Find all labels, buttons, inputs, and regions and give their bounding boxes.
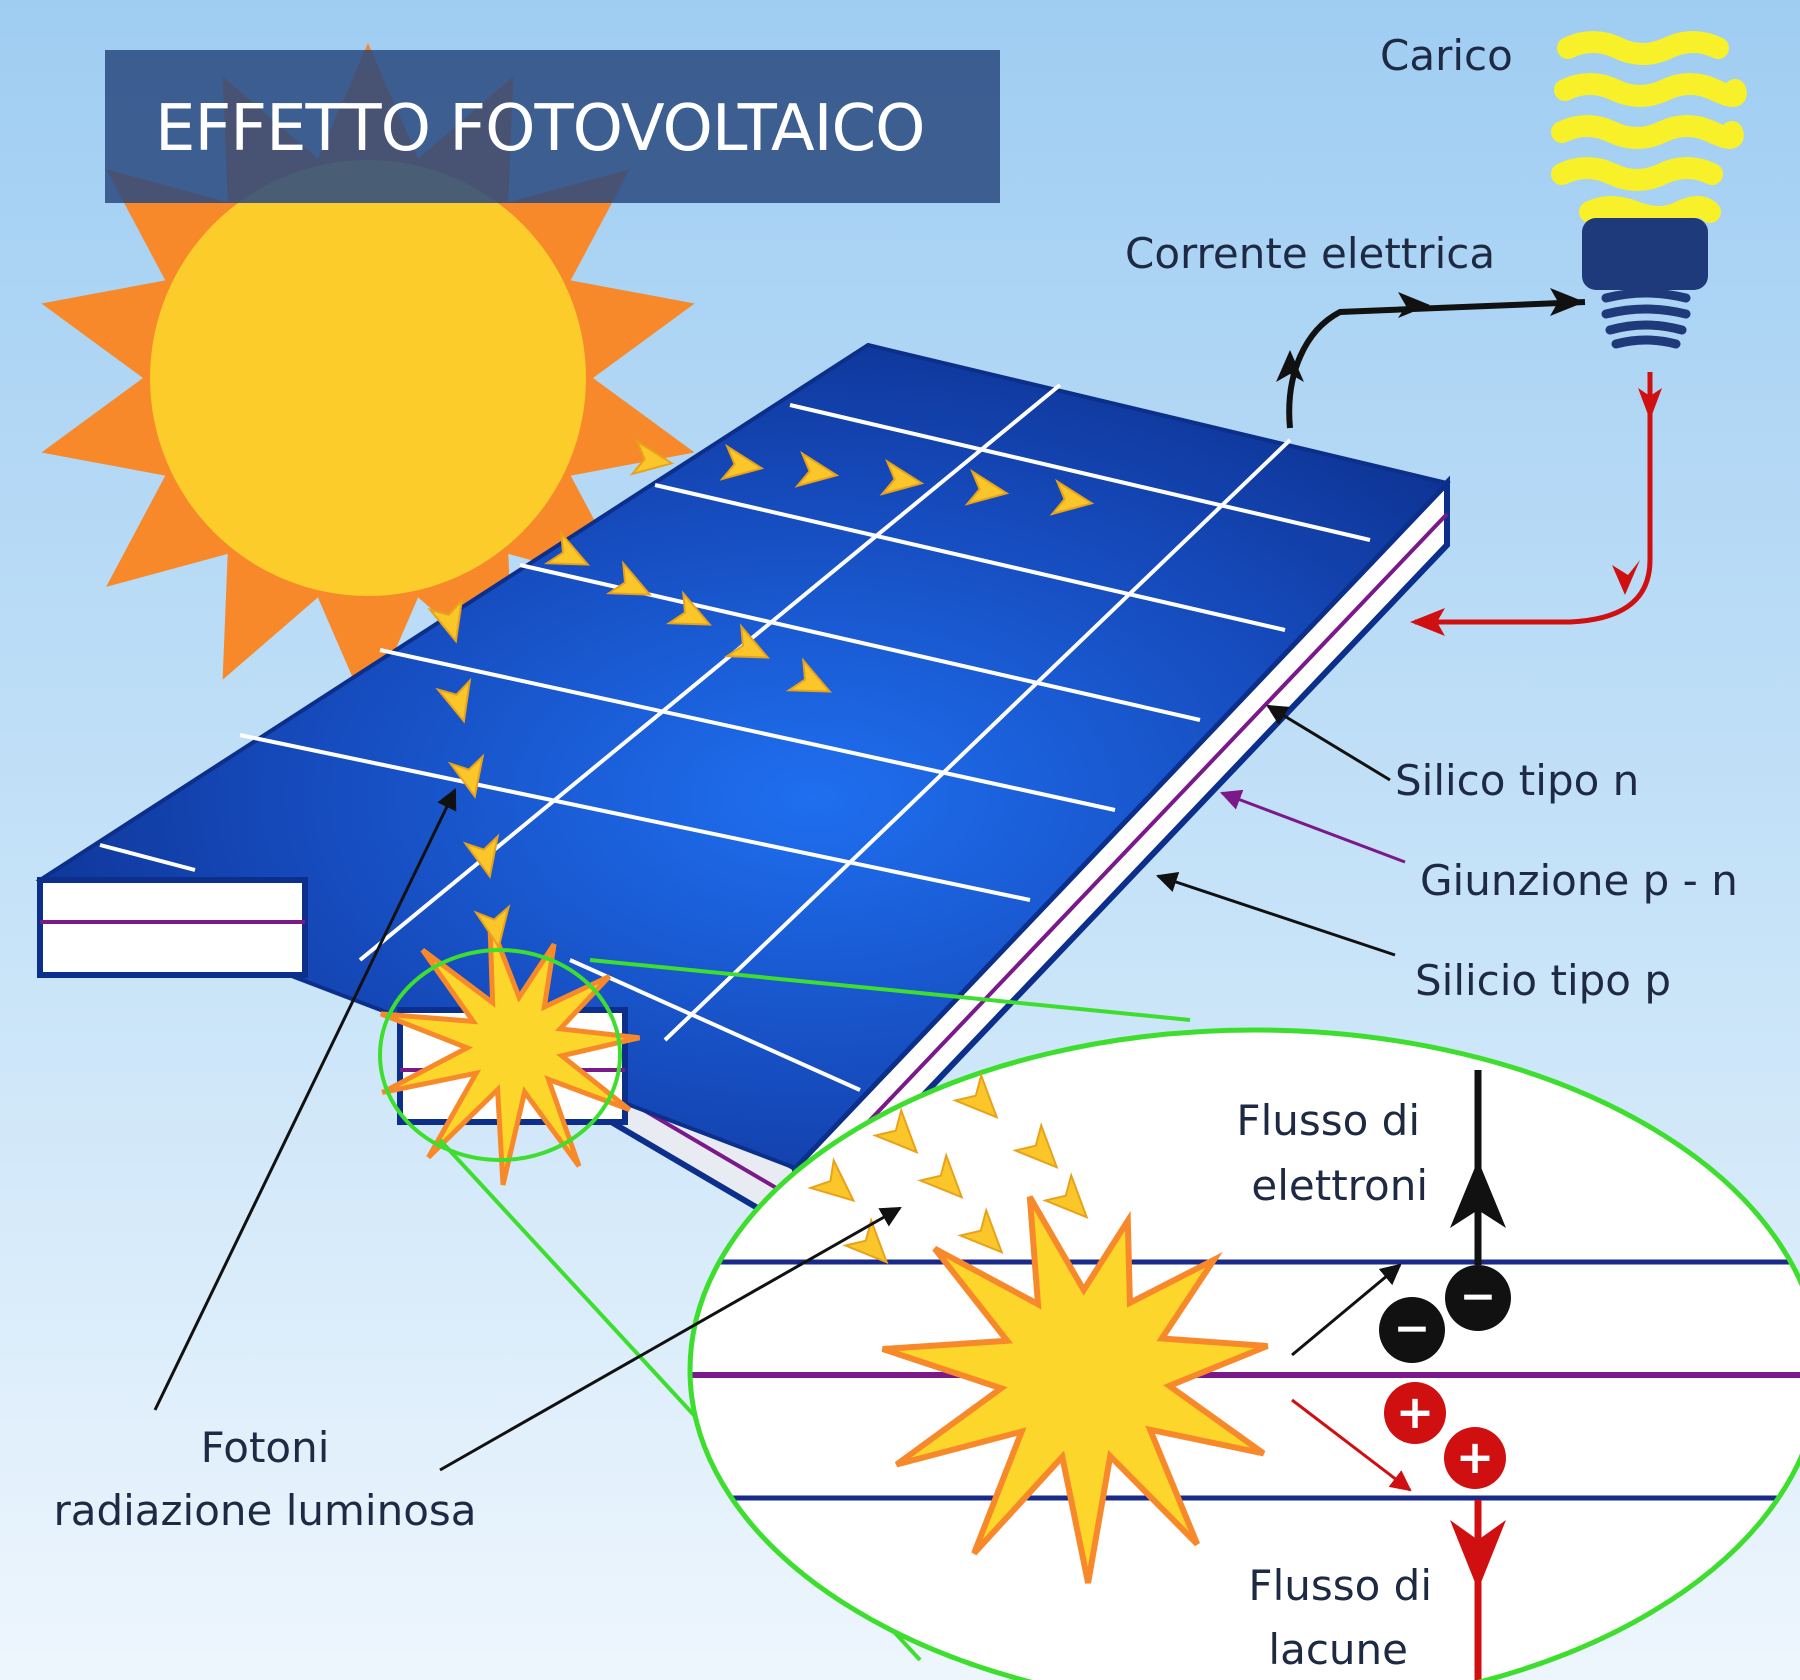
impact-burst-small — [379, 920, 641, 1186]
hole-2: + — [1444, 1427, 1506, 1489]
n-silicon-pointer — [1266, 704, 1391, 782]
photon-arrow — [473, 904, 511, 950]
magnified-view: − − + + Flusso di elettroni Flusso di la… — [687, 1027, 1800, 1680]
photon-pointer-1 — [153, 788, 457, 1411]
electron-flow-arrowhead — [1450, 1160, 1506, 1228]
light-bulb — [1551, 31, 1747, 349]
photon-pointer-2 — [439, 1206, 902, 1472]
sun-core — [150, 160, 586, 596]
magnifier-large-ring — [687, 1027, 1800, 1680]
magnifier-connector-top — [589, 958, 1191, 1022]
photon-arrow — [1049, 478, 1095, 516]
svg-text:+: + — [1456, 1430, 1495, 1484]
hole-flow-label-1: Flusso di — [1248, 1561, 1432, 1610]
junction-label: Giunzione p - n — [1420, 856, 1738, 905]
photon-arrow — [665, 590, 713, 626]
magnified-photon-arrow — [872, 1107, 919, 1154]
hole-flow-label-2: lacune — [1268, 1625, 1408, 1674]
p-silicon-label: Silicio tipo p — [1415, 956, 1671, 1005]
svg-text:−: − — [1460, 1271, 1497, 1322]
magnified-photon-arrow — [952, 1072, 999, 1119]
impact-burst-large — [881, 1195, 1269, 1584]
magnified-photon-arrow — [1042, 1172, 1089, 1219]
magnified-photon-arrow — [917, 1152, 964, 1199]
return-path-red — [1415, 372, 1653, 625]
photon-arrow — [785, 657, 833, 693]
photon-arrow — [964, 468, 1010, 506]
title-banner: EFFETTO FOTOVOLTAICO — [105, 50, 1000, 203]
photon-arrow — [427, 597, 464, 644]
svg-text:−: − — [1394, 1303, 1431, 1354]
bulb-base — [1582, 218, 1708, 290]
hole-1: + — [1384, 1382, 1446, 1444]
photons-label-2: radiazione luminosa — [53, 1486, 476, 1535]
magnified-photon-arrow — [957, 1207, 1004, 1254]
photon-arrow — [447, 753, 485, 799]
hole-pointer-arrow — [1291, 1398, 1412, 1492]
magnified-photon-arrow — [807, 1157, 856, 1203]
photon-arrow — [879, 458, 925, 496]
electron-flow-label-2: elettroni — [1251, 1161, 1428, 1210]
photon-arrow — [605, 560, 653, 596]
panel-cutout-block — [37, 877, 308, 978]
current-arrowhead-3 — [1550, 288, 1585, 316]
photon-arrow — [543, 530, 591, 566]
page-title: EFFETTO FOTOVOLTAICO — [155, 92, 925, 166]
electron-1: − — [1445, 1265, 1511, 1331]
junction-pointer — [1220, 789, 1406, 864]
svg-text:+: + — [1396, 1385, 1435, 1439]
electron-2: − — [1379, 1297, 1445, 1363]
load-label: Carico — [1380, 31, 1513, 80]
photon-arrow — [723, 623, 771, 659]
bulb-socket — [1601, 288, 1691, 349]
panel-right-junction — [793, 512, 1449, 1201]
magnifier-small-ring — [378, 948, 622, 1162]
electron-flow-label-1: Flusso di — [1236, 1096, 1420, 1145]
current-arrowhead-1 — [1276, 350, 1304, 382]
photon-arrow — [719, 443, 765, 481]
current-label: Corrente elettrica — [1125, 229, 1495, 278]
title-background — [105, 50, 1000, 203]
panel-grid — [99, 383, 1371, 1092]
p-silicon-pointer — [1156, 872, 1396, 957]
current-path-black — [1286, 299, 1586, 429]
photon-arrow — [629, 438, 675, 476]
photon-arrows — [427, 438, 1095, 950]
sun — [41, 43, 695, 713]
bulb-coil — [1551, 31, 1747, 228]
hole-flow-arrowhead — [1450, 1520, 1506, 1590]
panel-top-face — [35, 342, 1451, 1171]
photon-arrow — [794, 450, 840, 488]
magnified-photon-arrow — [842, 1217, 889, 1264]
magnified-photon-arrow — [1012, 1122, 1059, 1169]
n-silicon-label: Silico tipo n — [1395, 756, 1639, 805]
magnified-photon-arrows — [807, 1072, 1089, 1264]
electron-pointer-arrow — [1291, 1263, 1402, 1357]
return-arrowhead-3 — [1410, 608, 1445, 636]
photon-arrow — [462, 833, 500, 879]
return-arrowhead-2 — [1612, 560, 1640, 595]
return-arrowhead-1 — [1638, 388, 1662, 420]
photon-arrow — [435, 677, 472, 724]
photons-label-1: Fotoni — [201, 1423, 330, 1472]
current-arrowhead-2 — [1398, 292, 1430, 318]
